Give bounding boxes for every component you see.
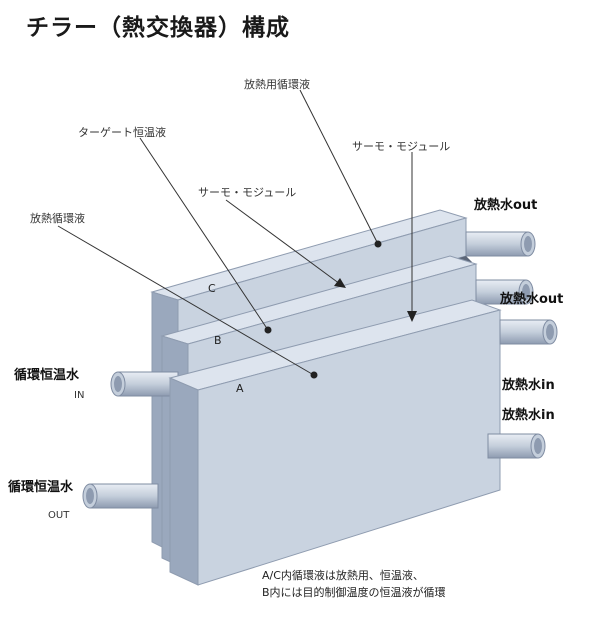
pipe-right-out-2 (475, 279, 534, 305)
plate-b-label: B (214, 334, 222, 347)
port-label-right-out-2: 放熱水out (500, 292, 564, 307)
plate-a-side (169, 377, 199, 586)
pipe-right-in-1 (499, 319, 558, 345)
arrowhead-thermo-left (334, 278, 346, 288)
port-label-left-in-sub: IN (74, 390, 85, 401)
pipe-right-out-1 (465, 231, 536, 257)
arrowhead-thermo-right (407, 311, 417, 322)
label-target-fluid: ターゲート恒温液 (78, 126, 166, 139)
label-radiator-fluid: 放熱用循環液 (244, 78, 310, 91)
port-label-left-in: 循環恒温水 (14, 368, 80, 383)
leader-radiator-fluid (299, 89, 379, 245)
plate-a (168, 299, 502, 586)
port-label-right-in-2: 放熱水in (502, 408, 555, 423)
caption-line-1: A/C内循環液は放熱用、恒温液、 (262, 569, 424, 582)
leader-thermo-left (225, 199, 341, 285)
port-label-right-out-1: 放熱水out (474, 198, 538, 213)
dot-radiator-fluid (374, 240, 382, 248)
port-label-left-out: 循環恒温水 (8, 480, 74, 495)
dot-radiator-circulation (310, 371, 318, 379)
label-thermo-module-right: サーモ・モジュール (352, 140, 451, 153)
port-label-left-out-sub: OUT (48, 510, 70, 521)
pipe-left-out (82, 483, 159, 509)
port-label-right-in-1: 放熱水in (502, 378, 555, 393)
dot-target-fluid (264, 326, 272, 334)
leader-radiator-circulation (57, 225, 313, 375)
page-title: チラー（熱交換器）構成 (26, 15, 290, 41)
label-radiator-circulation: 放熱循環液 (30, 212, 85, 225)
plate-a-label: A (236, 382, 244, 395)
pipe-left-in (110, 371, 179, 397)
pipe-right-in-2 (487, 433, 546, 459)
leader-target-fluid (139, 137, 269, 331)
label-thermo-module-left: サーモ・モジュール (198, 186, 297, 199)
leader-lines (57, 89, 413, 375)
caption-line-2: B内には目的制御温度の恒温液が循環 (262, 586, 446, 599)
plate-c-label: C (208, 282, 216, 295)
